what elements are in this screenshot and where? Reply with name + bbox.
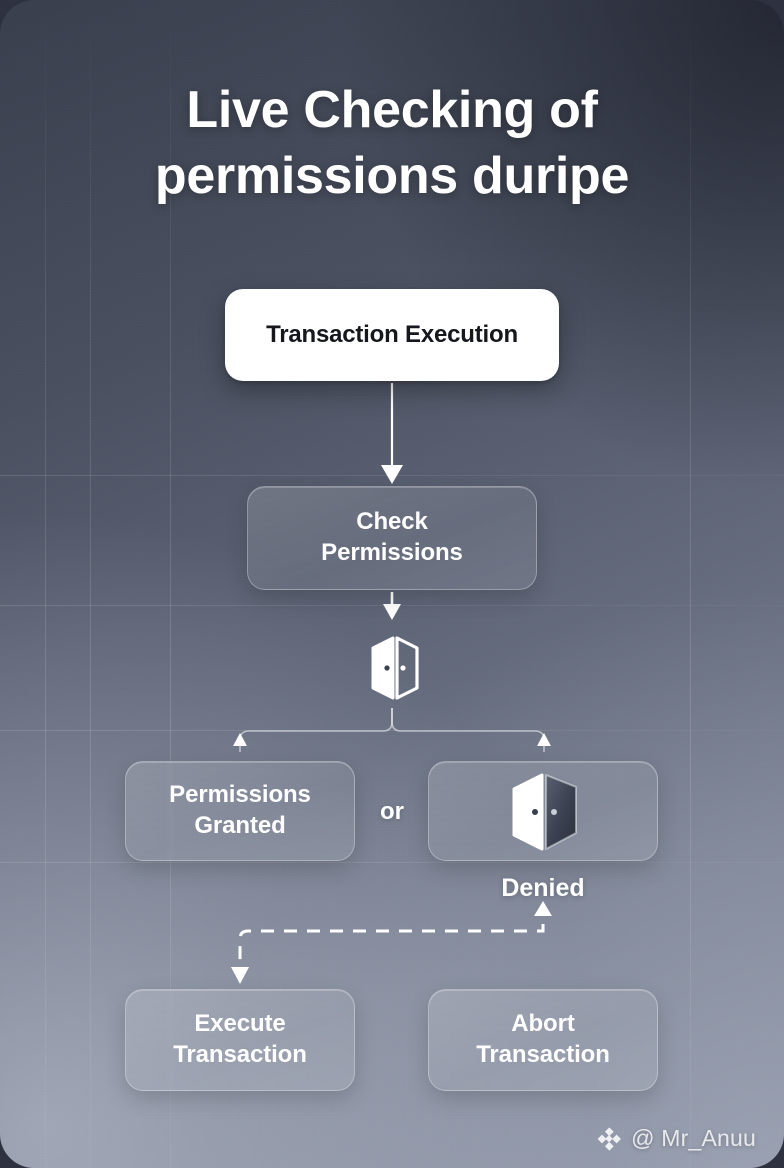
arrowhead-down	[383, 604, 401, 620]
node-check-permissions[interactable]: Check Permissions	[247, 486, 537, 590]
arrowhead-up	[534, 901, 552, 916]
binance-diamond-icon	[597, 1126, 622, 1151]
door-handle-left	[384, 665, 390, 671]
label-or: or	[380, 798, 404, 825]
connector-door-branch-right	[391, 708, 545, 752]
door-closed-icon	[498, 767, 590, 855]
node-abort-transaction[interactable]: Abort Transaction	[428, 989, 658, 1091]
arrowhead-down	[381, 465, 403, 484]
arrowhead-up	[537, 733, 551, 746]
door-handle-right	[400, 665, 406, 671]
door-leaf-right	[545, 774, 577, 850]
connector-denied-to-execute	[238, 924, 545, 968]
arrowhead-up	[233, 733, 247, 746]
watermark: @ Mr_Anuu	[596, 1125, 756, 1152]
connector-door-branch-left	[239, 708, 393, 752]
door-handle-right	[551, 809, 557, 815]
door-leaf-left	[371, 636, 395, 700]
door-leaf-left	[512, 773, 544, 851]
door-handle-left	[532, 809, 538, 815]
grid-line-horizontal	[0, 730, 784, 731]
label-denied: Denied	[501, 874, 585, 902]
grid-line-horizontal	[0, 862, 784, 863]
node-transaction-execution[interactable]: Transaction Execution	[225, 289, 559, 381]
page-title: Live Checking of permissions duripe	[154, 81, 630, 205]
node-execute-transaction[interactable]: Execute Transaction	[125, 989, 355, 1091]
door-leaf-right	[395, 636, 419, 700]
grid-line-horizontal	[0, 605, 784, 606]
grid-line-horizontal	[0, 475, 784, 476]
arrowhead-down	[231, 967, 249, 984]
node-permissions-granted[interactable]: Permissions Granted	[125, 761, 355, 861]
watermark-handle: @ Mr_Anuu	[631, 1125, 756, 1151]
double-door-icon	[355, 626, 435, 706]
